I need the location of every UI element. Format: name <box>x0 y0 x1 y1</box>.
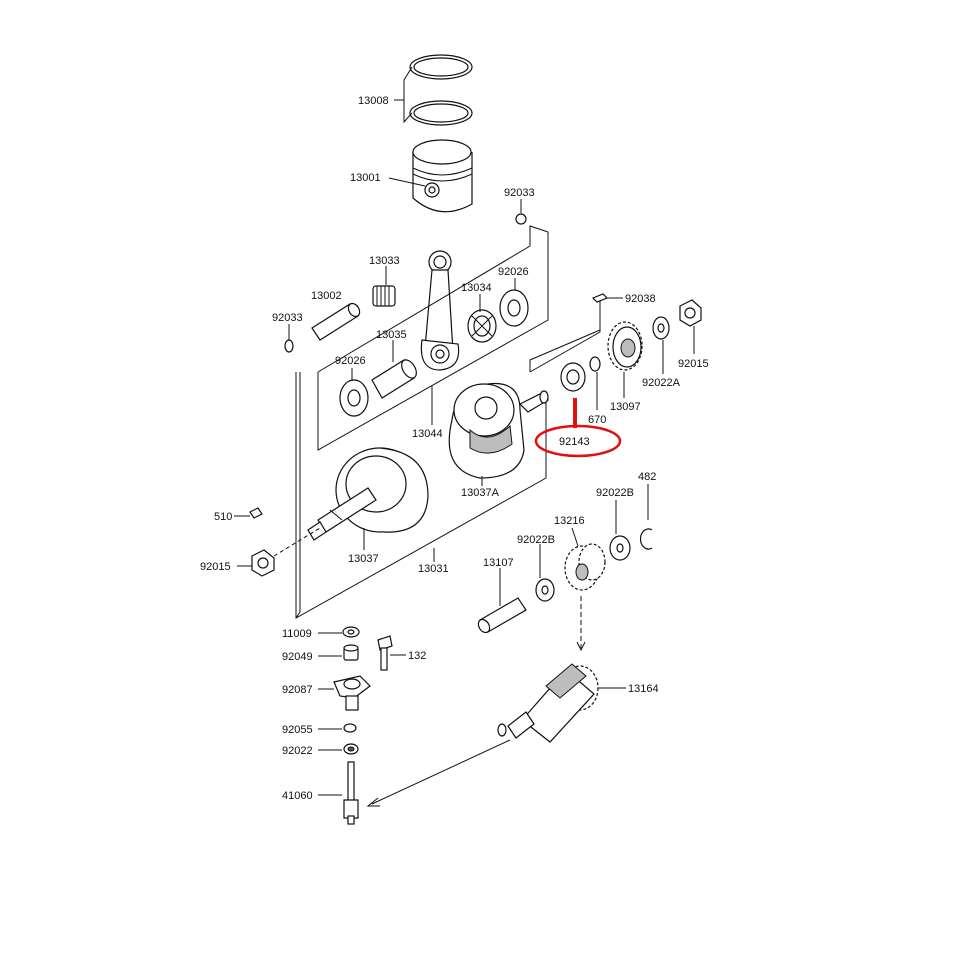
label-92022: 92022 <box>282 745 313 757</box>
piston-rings <box>394 54 473 126</box>
label-92015-right: 92015 <box>678 358 709 370</box>
label-11009: 11009 <box>282 628 312 640</box>
connecting-rod <box>420 250 460 371</box>
label-510: 510 <box>214 511 232 523</box>
nut-92015-left <box>251 549 275 577</box>
label-92143: 92143 <box>559 436 590 448</box>
label-92022B-upper: 92022B <box>596 487 634 499</box>
bracket-13031 <box>295 300 601 619</box>
crank-pin <box>371 359 417 399</box>
crankshaft-oil-seal-92143 <box>560 362 586 392</box>
washer-92022A <box>652 316 670 340</box>
label-13097: 13097 <box>610 401 641 413</box>
washer-92022B-upper <box>609 535 631 561</box>
circlip-482 <box>639 528 653 550</box>
bolt-132 <box>377 635 393 671</box>
label-92026-lower: 92026 <box>335 355 366 367</box>
key-92038 <box>591 293 609 303</box>
washer-92022 <box>343 743 359 755</box>
label-92055: 92055 <box>282 724 313 736</box>
label-92033-top: 92033 <box>504 187 535 199</box>
label-13002: 13002 <box>311 290 342 302</box>
label-92038: 92038 <box>625 293 656 305</box>
label-92022A: 92022A <box>642 377 681 389</box>
label-13037A: 13037A <box>461 487 500 499</box>
gear-13216 <box>564 543 606 591</box>
thrust-washer-upper <box>499 289 529 327</box>
label-13031: 13031 <box>418 563 449 575</box>
label-13034: 13034 <box>461 282 492 294</box>
label-13008: 13008 <box>358 95 389 107</box>
label-13035: 13035 <box>376 329 407 341</box>
label-92087: 92087 <box>282 684 313 696</box>
washer-92022B-lower <box>535 578 555 602</box>
piston-pin <box>311 302 361 341</box>
label-92033-left: 92033 <box>272 312 303 324</box>
label-13033: 13033 <box>369 255 400 267</box>
piston-pin-clip-left <box>284 339 294 353</box>
label-13164: 13164 <box>628 683 659 695</box>
label-13037: 13037 <box>348 553 379 565</box>
small-end-bearing <box>372 285 396 307</box>
label-92026-upper: 92026 <box>498 266 529 278</box>
big-end-bearing <box>467 309 497 343</box>
label-132: 132 <box>408 650 426 662</box>
drive-shaft-41060 <box>343 761 359 825</box>
bushing-92049 <box>343 644 359 661</box>
o-ring-670 <box>589 356 601 372</box>
piston-pin-clip <box>515 213 527 225</box>
label-92022B-lower: 92022B <box>517 534 555 546</box>
primary-gear-13097 <box>607 321 643 371</box>
crankshaft-right-half <box>448 382 550 479</box>
piston <box>412 139 473 213</box>
housing-92087 <box>333 675 371 711</box>
shaft-13107 <box>477 597 527 634</box>
label-482: 482 <box>638 471 656 483</box>
thrust-washer-lower <box>339 379 369 417</box>
label-41060: 41060 <box>282 790 313 802</box>
balancer-shaft-13164 <box>497 663 599 743</box>
label-670: 670 <box>588 414 606 426</box>
crankshaft-left-half <box>307 447 429 541</box>
key-510 <box>249 507 263 519</box>
label-13044: 13044 <box>412 428 443 440</box>
nut-92015-right <box>679 299 702 327</box>
label-13107: 13107 <box>483 557 514 569</box>
label-13216: 13216 <box>554 515 585 527</box>
bracket-13044 <box>317 225 549 451</box>
o-ring-92055 <box>343 723 357 733</box>
label-13001: 13001 <box>350 172 381 184</box>
label-92015-left: 92015 <box>200 561 231 573</box>
highlight-ring <box>534 424 622 458</box>
label-92049: 92049 <box>282 651 313 663</box>
